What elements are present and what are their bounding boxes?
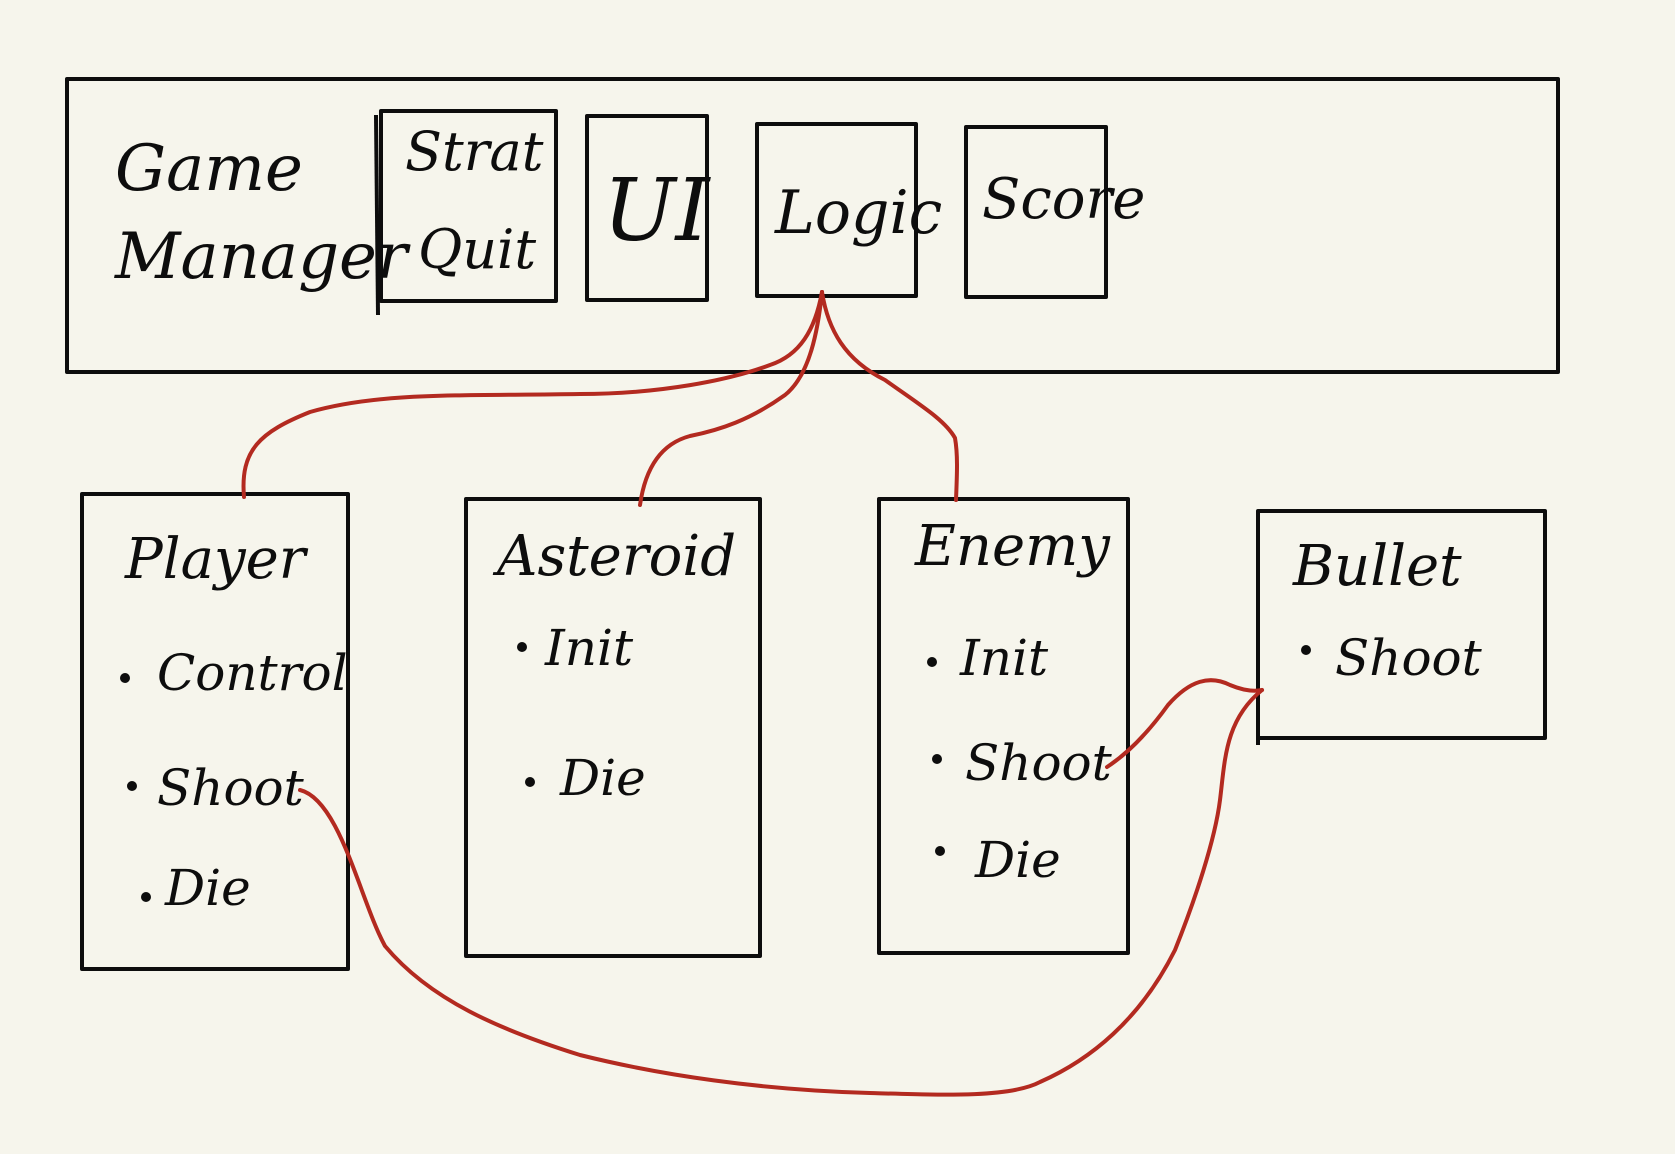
module-strat-quit: Strat Quit [374, 109, 558, 316]
bullet-dot [927, 657, 937, 667]
bullet-dot [525, 777, 535, 787]
module-strat-quit-box [379, 109, 558, 303]
module-ui: UI [585, 114, 711, 302]
module-logic-box [755, 122, 918, 298]
module-strat-label: Strat [405, 120, 544, 183]
connector-enemy-shoot-to-bullet [1105, 678, 1264, 769]
module-logic-label: Logic [774, 178, 942, 248]
class-asteroid-title: Asteroid [492, 524, 736, 589]
game-manager-title-line2: Manager [114, 220, 411, 294]
class-player-title: Player [124, 527, 309, 592]
bullet-dot [141, 892, 151, 902]
bullet-dot [932, 754, 942, 764]
class-bullet-title: Bullet [1292, 534, 1462, 599]
connector-player-shoot-to-bullet [298, 688, 1264, 1097]
bullet-dot [935, 846, 945, 856]
bullet-item-shoot: Shoot [1335, 629, 1483, 687]
class-bullet: Bullet Shoot [1256, 509, 1547, 745]
class-bullet-box [1256, 509, 1547, 740]
module-score: Score [964, 125, 1145, 299]
module-ui-box [585, 114, 709, 302]
bullet-dot [120, 673, 130, 683]
module-logic: Logic [755, 122, 942, 298]
connector-logic-player [241, 290, 824, 499]
connector-logic-enemy [820, 290, 959, 502]
module-strat-quit-left-stroke [374, 114, 380, 316]
game-manager-box [65, 77, 1560, 374]
class-asteroid-box [464, 497, 762, 958]
class-enemy-box [877, 497, 1130, 955]
asteroid-item-die: Die [559, 749, 646, 807]
enemy-item-shoot: Shoot [965, 734, 1113, 792]
game-manager-title-line1: Game [115, 132, 303, 206]
module-score-box [964, 125, 1108, 299]
module-score-label: Score [982, 167, 1145, 232]
bullet-dot [1301, 645, 1311, 655]
connector-logic-asteroid [638, 290, 824, 507]
player-item-die: Die [164, 859, 251, 917]
module-quit-label: Quit [418, 218, 536, 281]
module-ui-label: UI [603, 161, 711, 261]
class-asteroid: Asteroid Init Die [464, 497, 762, 958]
bullet-dot [127, 781, 137, 791]
enemy-item-die: Die [974, 831, 1061, 889]
class-player-box [80, 492, 350, 971]
player-item-control: Control [157, 644, 348, 702]
connectors [241, 290, 1264, 1097]
asteroid-item-init: Init [544, 619, 634, 677]
player-item-shoot: Shoot [157, 759, 305, 817]
class-enemy: Enemy Init Shoot Die [877, 497, 1130, 955]
bullet-dot [517, 642, 527, 652]
class-player: Player Control Shoot Die [80, 492, 350, 971]
class-enemy-title: Enemy [914, 514, 1111, 579]
enemy-item-init: Init [959, 629, 1049, 687]
game-manager: Game Manager Strat Quit UI Logic Score [65, 77, 1560, 374]
